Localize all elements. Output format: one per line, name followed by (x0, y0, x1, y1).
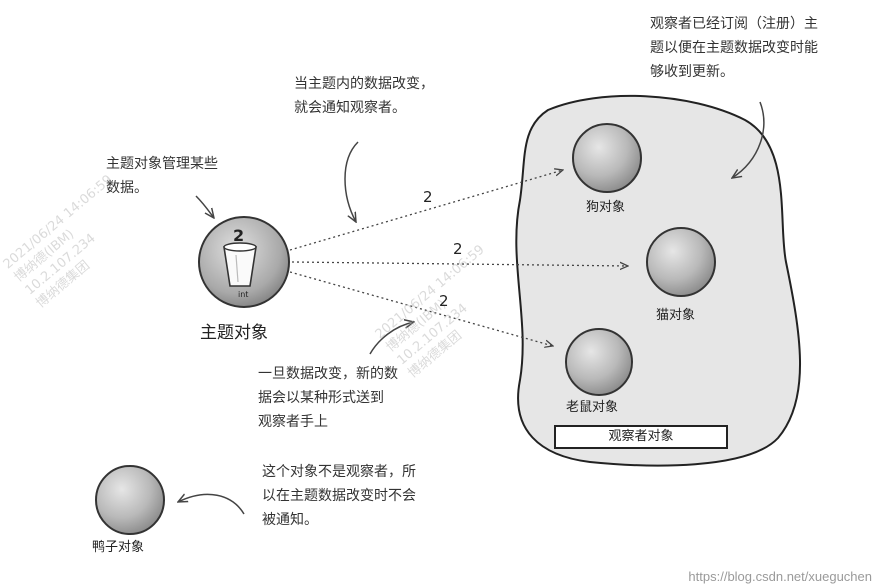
dog-label: 狗对象 (586, 200, 626, 215)
note-subject-manages: 主题对象管理某些 数据。 (106, 156, 218, 196)
mouse-ball (565, 328, 633, 396)
pointer-arrow-subscribed (732, 101, 765, 178)
duck-label: 鸭子对象 (92, 540, 145, 555)
dog-ball (572, 123, 642, 193)
duck-ball (95, 465, 165, 535)
note-on-change: 当主题内的数据改变， 就会通知观察者。 (294, 76, 434, 116)
subject-value: 2 (233, 226, 245, 245)
notify-line-cat (291, 261, 628, 266)
pointer-arrow-duck (178, 494, 245, 515)
pointer-arrow-subject (195, 195, 214, 218)
observer-group-label: 观察者对象 (554, 425, 728, 449)
cat-ball (646, 227, 716, 297)
subject-label: 主题对象 (200, 323, 268, 343)
cup-icon (223, 242, 257, 287)
pointer-arrow-notify (344, 141, 359, 222)
message-value-dog: 2 (423, 188, 433, 206)
note-not-observer: 这个对象不是观察者，所 以在主题数据改变时不会 被通知。 (262, 464, 416, 528)
mouse-label: 老鼠对象 (566, 400, 619, 415)
note-send-new: 一旦数据改变，新的数 据会以某种形式送到 观察者手上 (258, 366, 398, 430)
cat-label: 猫对象 (656, 308, 696, 323)
message-value-cat: 2 (453, 240, 463, 258)
notify-line-mouse (289, 271, 553, 346)
subject-type-label: int (238, 290, 249, 299)
message-value-mouse: 2 (439, 292, 449, 310)
note-subscribed: 观察者已经订阅（注册）主 题以便在主题数据改变时能 够收到更新。 (650, 16, 818, 80)
pointer-arrow-send (369, 322, 414, 355)
credit-url: https://blog.csdn.net/xueguchen (688, 569, 872, 584)
